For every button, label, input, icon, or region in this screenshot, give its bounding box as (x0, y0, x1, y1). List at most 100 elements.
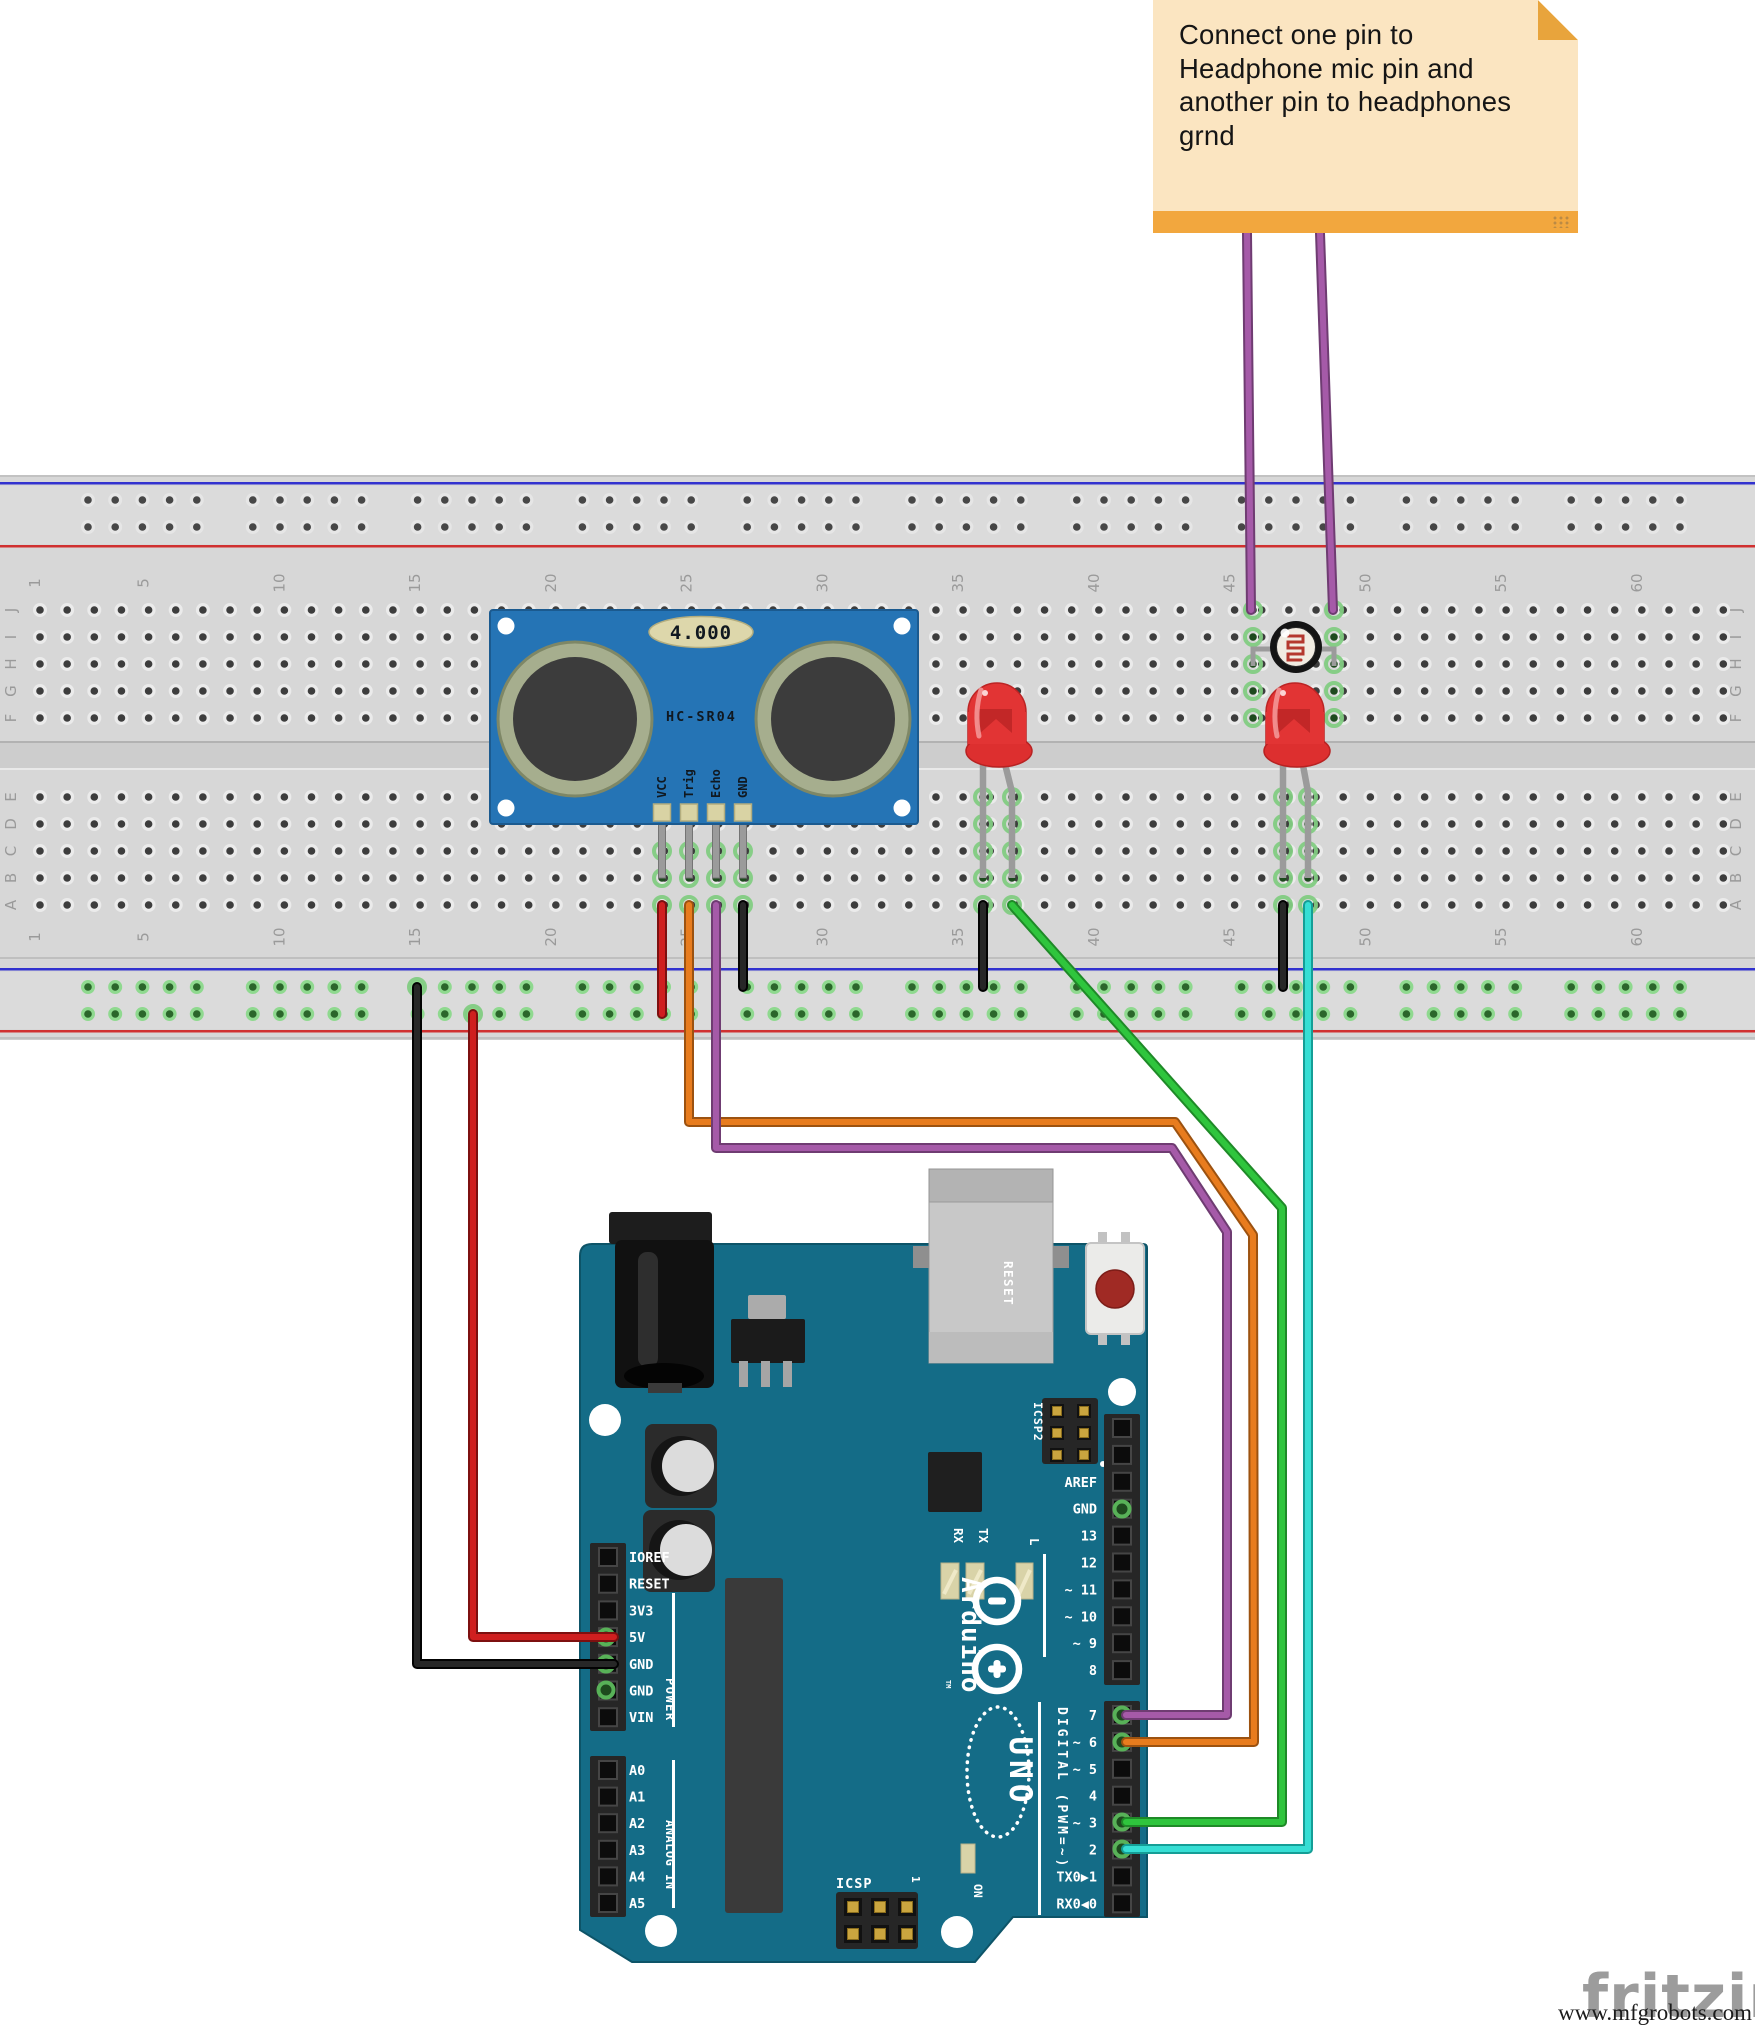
pin-socket[interactable] (1112, 1552, 1132, 1573)
reset-button-cap[interactable] (1095, 1269, 1135, 1309)
column-number: 55 (1492, 573, 1510, 592)
pin-socket[interactable] (1112, 1471, 1132, 1492)
positive-rail-to-arduino-5v[interactable] (468, 1009, 619, 1642)
negative-rail-to-arduino-gnd[interactable] (412, 982, 619, 1669)
sticky-note-bar[interactable] (1153, 211, 1578, 233)
photoresistor-leg (1320, 646, 1337, 666)
pin-socket[interactable] (1112, 1579, 1132, 1600)
column-number: 5 (135, 578, 153, 588)
led2-cathode-to-negative-rail[interactable] (1278, 900, 1288, 992)
pin-socket[interactable] (598, 1893, 618, 1913)
arduino-board[interactable] (579, 1243, 1148, 1963)
sensor-name-label: HC-SR04 (666, 709, 737, 725)
pin-socket[interactable] (1112, 1525, 1132, 1546)
row-letter: B (2, 873, 20, 883)
column-number: 20 (542, 573, 560, 592)
sensor-legs (658, 811, 747, 879)
pin-label: 3V3 (629, 1603, 653, 1619)
column-number: 60 (1628, 573, 1646, 592)
sensor-mount-hole (893, 799, 911, 817)
red-led[interactable] (1263, 682, 1331, 878)
sensor-mount-hole (893, 617, 911, 635)
leds[interactable] (965, 682, 1331, 878)
pin-socket[interactable] (1112, 1893, 1132, 1914)
photoresistor-to-note-wire-2[interactable] (1315, 228, 1338, 615)
column-number: 55 (1492, 927, 1510, 946)
pin-socket[interactable] (598, 1866, 618, 1887)
pin-socket[interactable] (1112, 1758, 1132, 1779)
pin-label: A3 (629, 1843, 645, 1859)
on-led-label: ON (971, 1884, 985, 1898)
row-letter: C (2, 846, 20, 856)
row-letter: F (1727, 714, 1745, 723)
pin-label: ~ 6 (1073, 1735, 1097, 1751)
column-number: 50 (1356, 927, 1374, 946)
led1-cathode-to-negative-rail[interactable] (978, 900, 988, 992)
pin-socket[interactable] (1112, 1660, 1132, 1681)
pin-socket[interactable] (1112, 1785, 1132, 1806)
row-letter: D (2, 818, 20, 830)
column-number: 5 (135, 932, 153, 942)
sensor-gnd-to-negative-rail[interactable] (738, 900, 748, 992)
led2-anode-to-pin2[interactable] (1121, 900, 1313, 1854)
row-letter: C (1727, 846, 1745, 856)
column-number: 35 (949, 927, 967, 946)
pin-socket[interactable] (598, 1600, 618, 1621)
arduino-uno[interactable]: RESET ICSP2 RX TX L Arduino TM (579, 1168, 1148, 1963)
pin-label: VIN (629, 1710, 653, 1726)
pin-socket[interactable] (1112, 1444, 1132, 1465)
pin-socket[interactable] (1112, 1633, 1132, 1654)
column-number: 45 (1221, 927, 1239, 946)
breadboard-holes[interactable] (33, 493, 1731, 1021)
pin-label: GND (629, 1684, 653, 1700)
wires[interactable] (412, 228, 1338, 1854)
column-number: 45 (1221, 573, 1239, 592)
pin-label: ~ 10 (1064, 1609, 1097, 1625)
power-caption: POWER (663, 1678, 677, 1722)
pin-socket[interactable] (1112, 1606, 1132, 1627)
pin-socket[interactable] (598, 1547, 618, 1567)
pin-label: 7 (1089, 1708, 1097, 1724)
row-letter: H (1727, 658, 1745, 669)
pin-socket[interactable] (598, 1813, 618, 1834)
pin-socket[interactable] (598, 1786, 618, 1807)
pin-socket[interactable] (1112, 1418, 1132, 1438)
sticky-note-grip-icon[interactable] (1553, 216, 1570, 228)
pin-socket[interactable] (598, 1839, 618, 1860)
photoresistor-track (1286, 634, 1305, 662)
sensor-vcc-to-positive-rail[interactable] (657, 900, 667, 1019)
sensor-pin-label: Echo (709, 769, 723, 798)
pin-label: 8 (1089, 1663, 1097, 1679)
sticky-note-text: Connect one pin to Headphone mic pin and… (1179, 19, 1512, 151)
sensor-pin-label: Trig (682, 769, 696, 798)
pin-label: ~ 5 (1073, 1762, 1097, 1778)
pin-label: A2 (629, 1816, 645, 1832)
pin-label: A0 (629, 1763, 645, 1779)
row-letter: G (2, 685, 20, 697)
board-mount-hole (941, 1916, 973, 1948)
pin-label: 12 (1081, 1556, 1097, 1572)
pin-label: 2 (1089, 1843, 1097, 1859)
sensor-trig-to-pin6[interactable] (684, 900, 1259, 1747)
sensor-pin-pad (706, 803, 726, 822)
photoresistor-leg (1250, 646, 1272, 666)
pin-label: A5 (629, 1896, 645, 1912)
photoresistor-to-note-wire-1[interactable] (1242, 228, 1256, 615)
pin-label: ~ 3 (1073, 1816, 1097, 1832)
column-number: 10 (270, 927, 288, 946)
red-led[interactable] (965, 682, 1033, 878)
pin-socket[interactable] (598, 1573, 618, 1594)
pin-socket[interactable] (1112, 1866, 1132, 1887)
sticky-note[interactable]: Connect one pin to Headphone mic pin and… (1153, 0, 1578, 233)
pin-label: ~ 11 (1064, 1582, 1097, 1598)
row-letter: A (2, 899, 20, 910)
led1-anode-to-pin3[interactable] (1007, 900, 1287, 1827)
pin-socket[interactable] (598, 1707, 618, 1728)
photoresistor[interactable] (1250, 621, 1337, 673)
top-rail-red-line (0, 545, 1755, 548)
pin-label: 13 (1081, 1529, 1097, 1545)
pin-socket[interactable] (598, 1760, 618, 1780)
sensor-echo-to-pin7[interactable] (711, 900, 1232, 1720)
